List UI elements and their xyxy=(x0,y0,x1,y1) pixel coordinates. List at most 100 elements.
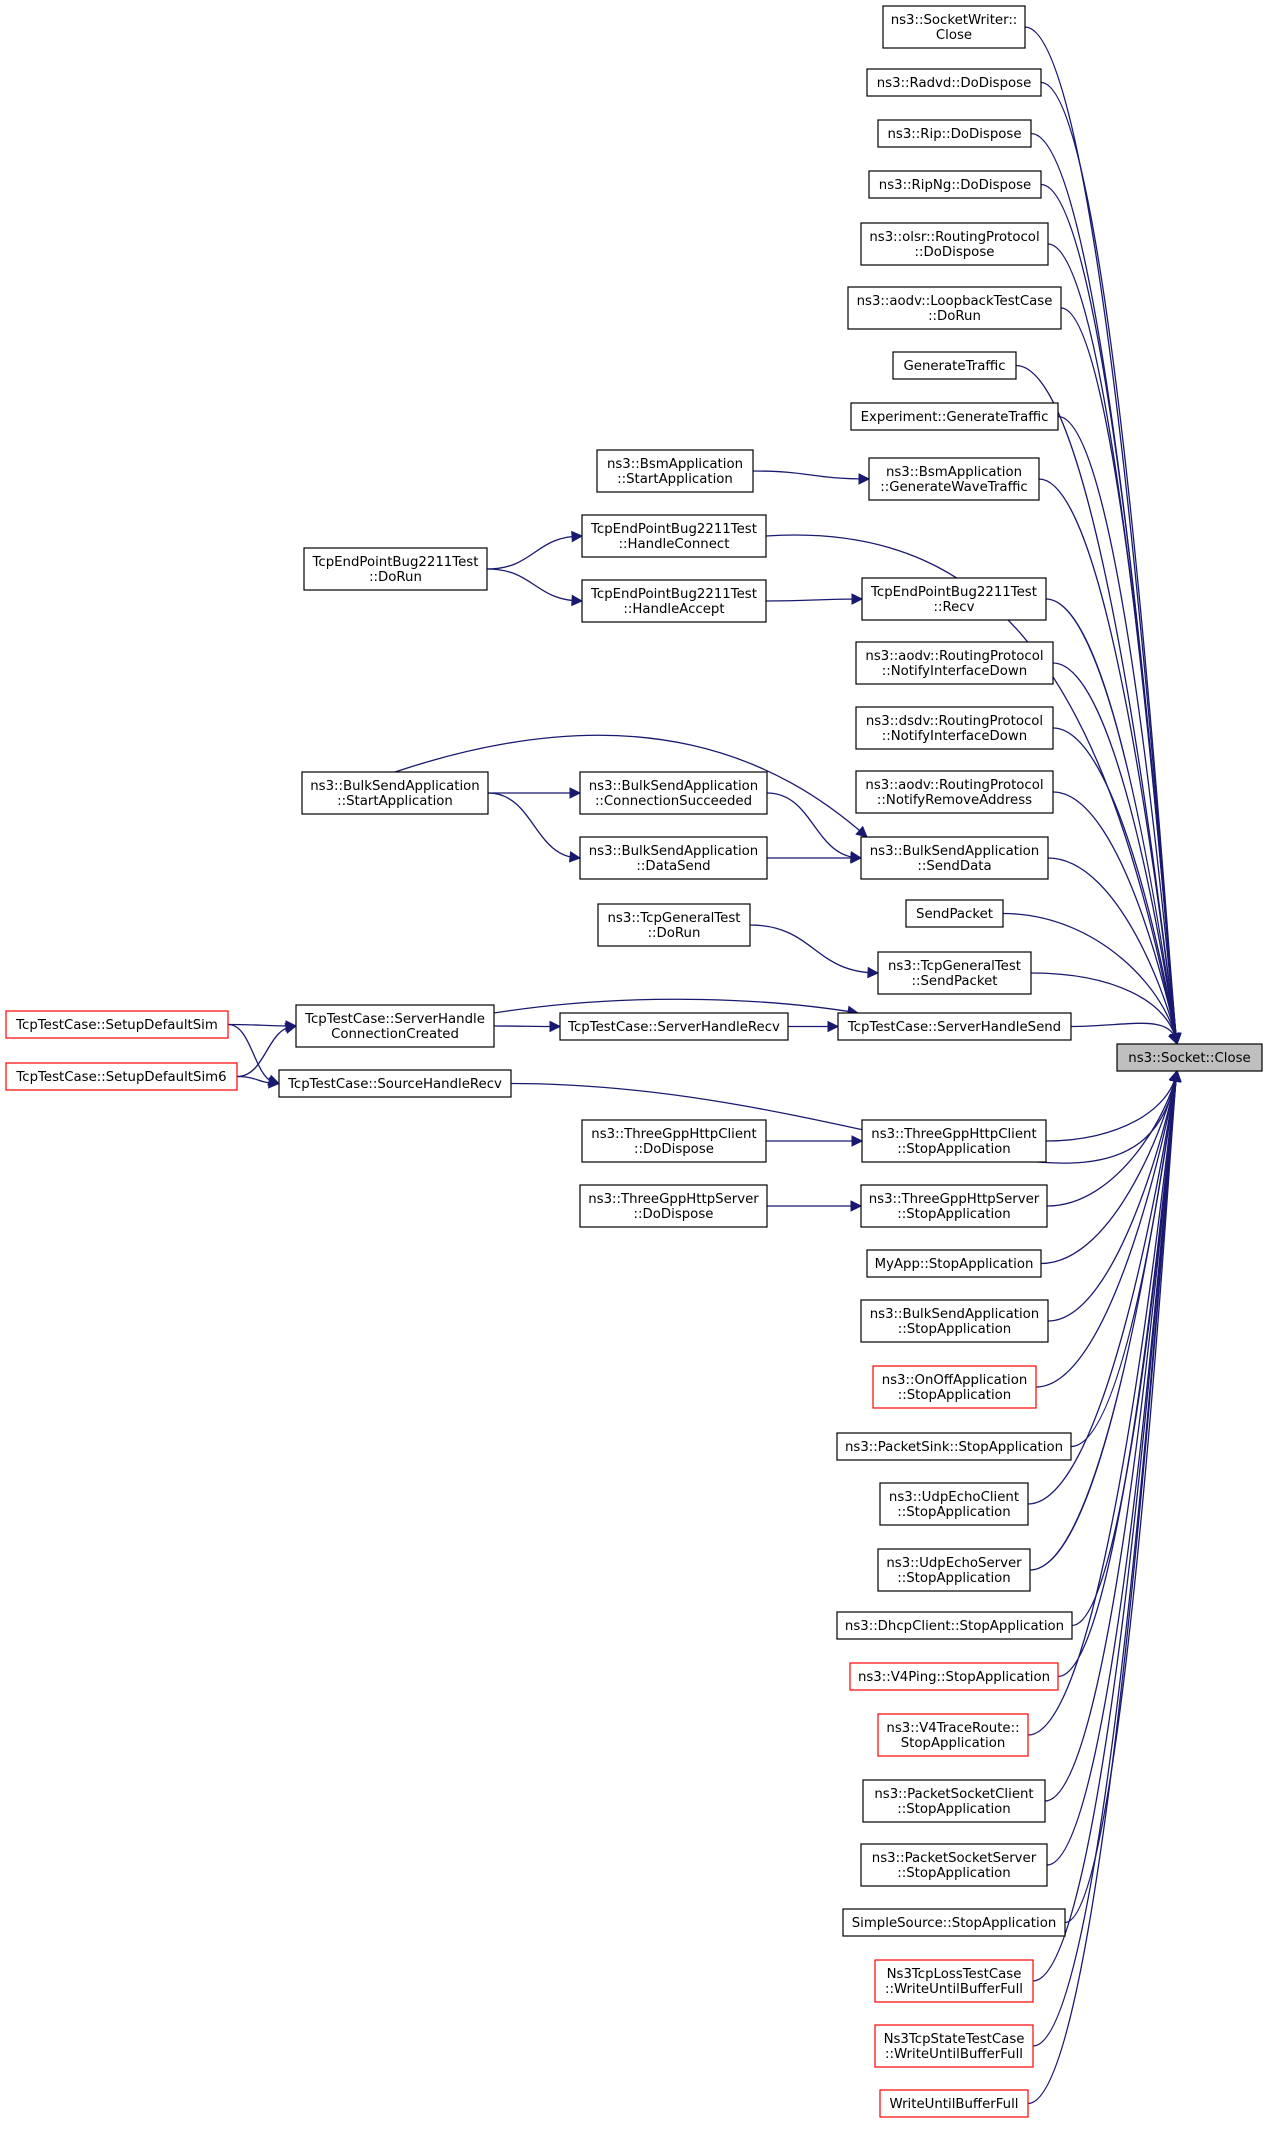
graph-node[interactable]: TcpTestCase::SourceHandleRecv xyxy=(278,1069,512,1098)
nodes-layer: ns3::SocketWriter::Closens3::Radvd::DoDi… xyxy=(5,5,1263,2118)
graph-node[interactable]: ns3::SocketWriter::Close xyxy=(882,5,1026,49)
graph-node[interactable]: ns3::aodv::RoutingProtocol::NotifyInterf… xyxy=(855,641,1054,685)
graph-node[interactable]: ns3::PacketSocketServer::StopApplication xyxy=(860,1843,1048,1887)
graph-node[interactable]: ns3::BulkSendApplication::StartApplicati… xyxy=(301,771,489,815)
node-box xyxy=(596,449,754,493)
graph-node[interactable]: ns3::TcpGeneralTest::DoRun xyxy=(597,903,751,947)
graph-node[interactable]: ns3::V4Ping::StopApplication xyxy=(849,1662,1059,1691)
node-label-line: ::DoDispose xyxy=(915,245,995,260)
node-box xyxy=(581,579,767,623)
node-box xyxy=(5,1010,229,1039)
node-box xyxy=(849,1662,1059,1691)
edge-n22a-to-n22 xyxy=(765,1135,864,1147)
graph-node[interactable]: ns3::BulkSendApplication::SendData xyxy=(860,836,1049,880)
node-box xyxy=(837,1012,1072,1041)
node-label-line: ns3::BulkSendApplication xyxy=(870,844,1040,859)
node-box xyxy=(882,5,1026,49)
edge-n21-to-n18b xyxy=(236,1022,298,1078)
node-label-line: ns3::aodv::LoopbackTestCase xyxy=(857,294,1053,309)
node-box xyxy=(847,286,1062,330)
graph-node[interactable]: ns3::UdpEchoClient::StopApplication xyxy=(879,1482,1029,1526)
node-label-line: TcpEndPointBug2211Test xyxy=(870,585,1037,600)
graph-node[interactable]: SendPacket xyxy=(905,899,1004,928)
graph-node[interactable]: MyApp::StopApplication xyxy=(866,1249,1042,1278)
graph-node[interactable]: ns3::BsmApplication::GenerateWaveTraffic xyxy=(868,457,1040,501)
graph-node[interactable]: ns3::aodv::LoopbackTestCase::DoRun xyxy=(847,286,1062,330)
graph-node[interactable]: ns3::aodv::RoutingProtocol::NotifyRemove… xyxy=(855,770,1054,814)
node-box xyxy=(866,1249,1042,1278)
graph-node[interactable]: Experiment::GenerateTraffic xyxy=(850,402,1059,431)
node-label-line: ::DoRun xyxy=(928,309,981,324)
graph-node[interactable]: Ns3TcpLossTestCase::WriteUntilBufferFull xyxy=(874,1959,1034,2003)
node-box xyxy=(861,1119,1047,1163)
graph-node[interactable]: SimpleSource::StopApplication xyxy=(842,1908,1066,1937)
graph-node[interactable]: ns3::olsr::RoutingProtocol::DoDispose xyxy=(860,222,1049,266)
root-node-label: ns3::Socket::Close xyxy=(1128,1051,1250,1066)
node-label-line: ::DoDispose xyxy=(634,1207,714,1222)
node-label-line: ::Recv xyxy=(934,600,975,615)
graph-node[interactable]: TcpEndPointBug2211Test::Recv xyxy=(861,577,1047,621)
node-label-line: ConnectionCreated xyxy=(331,1027,459,1042)
graph-node[interactable]: TcpTestCase::ServerHandleRecv xyxy=(559,1012,789,1041)
graph-node[interactable]: GenerateTraffic xyxy=(892,351,1017,380)
graph-node[interactable]: ns3::ThreeGppHttpClient::DoDispose xyxy=(581,1119,767,1163)
node-box xyxy=(874,2024,1034,2068)
node-label-line: Ns3TcpLossTestCase xyxy=(887,1967,1022,1982)
node-label-line: ns3::Radvd::DoDispose xyxy=(877,76,1032,91)
root-node-box xyxy=(1116,1043,1263,1072)
node-label-line: ns3::BulkSendApplication xyxy=(870,1307,1040,1322)
graph-node[interactable]: ns3::PacketSink::StopApplication xyxy=(836,1432,1072,1461)
node-box xyxy=(303,547,488,591)
root-node[interactable]: ns3::Socket::Close xyxy=(1116,1043,1263,1072)
node-label-line: TcpTestCase::SourceHandleRecv xyxy=(287,1077,502,1092)
graph-node[interactable]: Ns3TcpStateTestCase::WriteUntilBufferFul… xyxy=(874,2024,1034,2068)
node-label-line: ns3::UdpEchoClient xyxy=(889,1490,1019,1505)
graph-node[interactable]: ns3::ThreeGppHttpServer::DoDispose xyxy=(579,1184,768,1228)
graph-node[interactable]: TcpTestCase::ServerHandleSend xyxy=(837,1012,1072,1041)
edge-arrowhead xyxy=(855,825,868,838)
node-label-line: ::NotifyInterfaceDown xyxy=(882,664,1027,679)
graph-node[interactable]: ns3::DhcpClient::StopApplication xyxy=(836,1611,1073,1640)
node-label-line: TcpTestCase::ServerHandleSend xyxy=(847,1020,1061,1035)
graph-node[interactable]: ns3::BulkSendApplication::ConnectionSucc… xyxy=(579,771,768,815)
node-label-line: ns3::olsr::RoutingProtocol xyxy=(869,230,1039,245)
graph-node[interactable]: TcpTestCase::SetupDefaultSim xyxy=(5,1010,229,1039)
graph-node[interactable]: ns3::RipNg::DoDispose xyxy=(868,170,1042,199)
graph-node[interactable]: ns3::ThreeGppHttpClient::StopApplication xyxy=(861,1119,1047,1163)
graph-node[interactable]: ns3::Radvd::DoDispose xyxy=(866,68,1042,97)
node-label-line: ns3::SocketWriter:: xyxy=(891,13,1018,28)
graph-node[interactable]: ns3::V4TraceRoute::StopApplication xyxy=(877,1713,1029,1757)
graph-node[interactable]: ns3::Rip::DoDispose xyxy=(877,119,1032,148)
node-box xyxy=(842,1908,1066,1937)
graph-node[interactable]: TcpTestCase::ServerHandleConnectionCreat… xyxy=(295,1004,495,1048)
graph-node[interactable]: ns3::BsmApplication::StartApplication xyxy=(596,449,754,493)
edge-n15c-to-n15a xyxy=(488,787,582,799)
node-label-line: ::StopApplication xyxy=(897,1571,1011,1586)
edge-n11-to-root xyxy=(1045,598,1182,1046)
edge-n10a-to-n10 xyxy=(486,530,584,570)
node-box xyxy=(879,1482,1029,1526)
graph-node[interactable]: ns3::TcpGeneralTest::SendPacket xyxy=(877,951,1032,995)
node-label-line: ::DoDispose xyxy=(634,1142,714,1157)
node-label-line: ::StopApplication xyxy=(897,1505,1011,1520)
graph-node[interactable]: TcpEndPointBug2211Test::HandleAccept xyxy=(581,579,767,623)
node-box xyxy=(301,771,489,815)
graph-node[interactable]: ns3::dsdv::RoutingProtocol::NotifyInterf… xyxy=(855,706,1054,750)
graph-node[interactable]: ns3::ThreeGppHttpServer::StopApplication xyxy=(860,1184,1048,1228)
graph-node[interactable]: ns3::OnOffApplication::StopApplication xyxy=(872,1365,1037,1409)
edge-arrowhead xyxy=(851,593,864,605)
graph-node[interactable]: ns3::UdpEchoServer::StopApplication xyxy=(877,1548,1031,1592)
graph-node[interactable]: TcpTestCase::SetupDefaultSim6 xyxy=(5,1062,238,1091)
graph-node[interactable]: ns3::BulkSendApplication::DataSend xyxy=(579,836,768,880)
graph-node[interactable]: ns3::BulkSendApplication::StopApplicatio… xyxy=(860,1299,1049,1343)
edge-n31-to-root xyxy=(1057,1069,1182,1678)
edge-arrowhead xyxy=(549,1020,562,1033)
edge-n18-to-root xyxy=(1070,1022,1179,1046)
graph-node[interactable]: TcpEndPointBug2211Test::HandleConnect xyxy=(581,514,767,558)
edge-n18a-to-n18 xyxy=(787,1020,840,1033)
node-box xyxy=(5,1062,238,1091)
graph-node[interactable]: ns3::PacketSocketClient::StopApplication xyxy=(862,1779,1046,1823)
graph-node[interactable]: TcpEndPointBug2211Test::DoRun xyxy=(303,547,488,591)
graph-node[interactable]: WriteUntilBufferFull xyxy=(879,2089,1029,2118)
